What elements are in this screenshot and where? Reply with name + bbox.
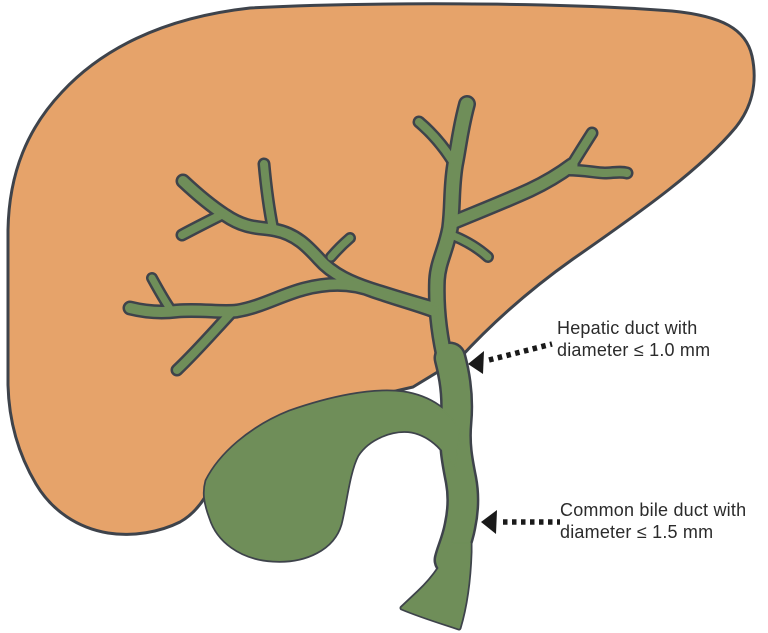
common-bile-duct-label-line1: Common bile duct with <box>560 500 747 520</box>
hepatic-duct-arrow <box>468 341 553 374</box>
liver-shape <box>6 2 756 536</box>
hepatic-duct-label-line1: Hepatic duct with <box>557 318 698 338</box>
common-bile-duct-label-line2: diameter ≤ 1.5 mm <box>560 522 714 542</box>
arrowhead-left-icon <box>468 351 484 374</box>
arrowhead-left-icon <box>481 510 497 534</box>
hepatic-duct-label-line2: diameter ≤ 1.0 mm <box>557 340 711 360</box>
common-bile-duct-label: Common bile duct with diameter ≤ 1.5 mm <box>560 499 746 543</box>
common-bile-duct-arrow <box>481 510 560 534</box>
hepatic-duct-label: Hepatic duct with diameter ≤ 1.0 mm <box>557 317 710 361</box>
